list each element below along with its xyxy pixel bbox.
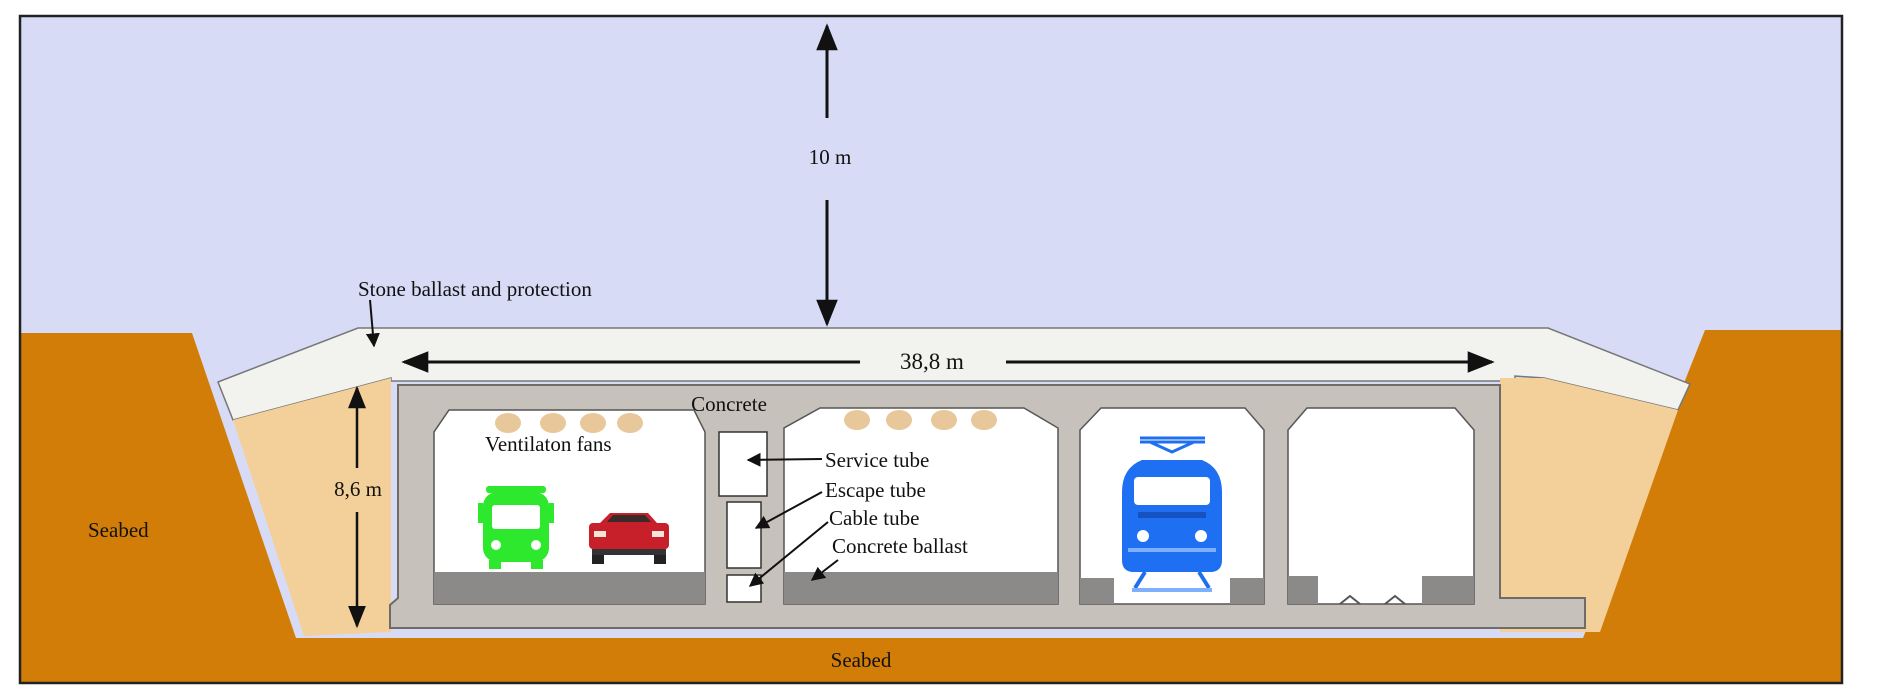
escape-tube-label: Escape tube: [825, 478, 926, 502]
height-label: 8,6 m: [334, 477, 382, 501]
seabed-bottom-label: Seabed: [831, 648, 892, 672]
train-icon: [1122, 436, 1222, 592]
car-icon: [589, 513, 669, 564]
seabed-region: [20, 330, 1842, 683]
rail-slab-1-right: [1230, 578, 1264, 604]
concrete-ballast-leader: [810, 559, 839, 581]
rail-tube-2: [1287, 407, 1475, 605]
escape-tube-leader: [754, 491, 823, 529]
rail-2-tracks: [1339, 594, 1406, 605]
escape-tube-box: [726, 501, 762, 569]
road-slab-left: [434, 572, 705, 604]
sand-fill-left: [233, 378, 391, 636]
rail-slab-2-left: [1288, 576, 1318, 604]
service-tube-leader: [746, 452, 823, 467]
rail-slab-2-right: [1422, 576, 1474, 604]
sand-fill-right: [1500, 378, 1678, 632]
diagram-border: [18, 14, 1844, 685]
cable-tube-label: Cable tube: [829, 506, 919, 530]
concrete-ballast-label: Concrete ballast: [832, 534, 968, 558]
stone-ballast-leader: [365, 299, 380, 348]
bus-icon: [478, 486, 554, 569]
stone-ballast-layer: [217, 327, 1692, 421]
rail-slab-1-left: [1080, 578, 1114, 604]
service-tube-label: Service tube: [825, 448, 929, 472]
service-tube-box: [718, 431, 768, 497]
ventilation-label: Ventilaton fans: [485, 432, 612, 456]
cable-tube-leader: [748, 521, 829, 587]
stone-ballast-label: Stone ballast and protection: [358, 277, 592, 301]
concrete-label: Concrete: [691, 392, 767, 416]
depth-label: 10 m: [809, 145, 852, 169]
cable-tube-box: [726, 574, 762, 603]
seabed-left-label: Seabed: [88, 518, 149, 542]
width-label: 38,8 m: [900, 349, 964, 374]
road-slab-right: [784, 572, 1058, 604]
fan-icon: [495, 410, 997, 433]
